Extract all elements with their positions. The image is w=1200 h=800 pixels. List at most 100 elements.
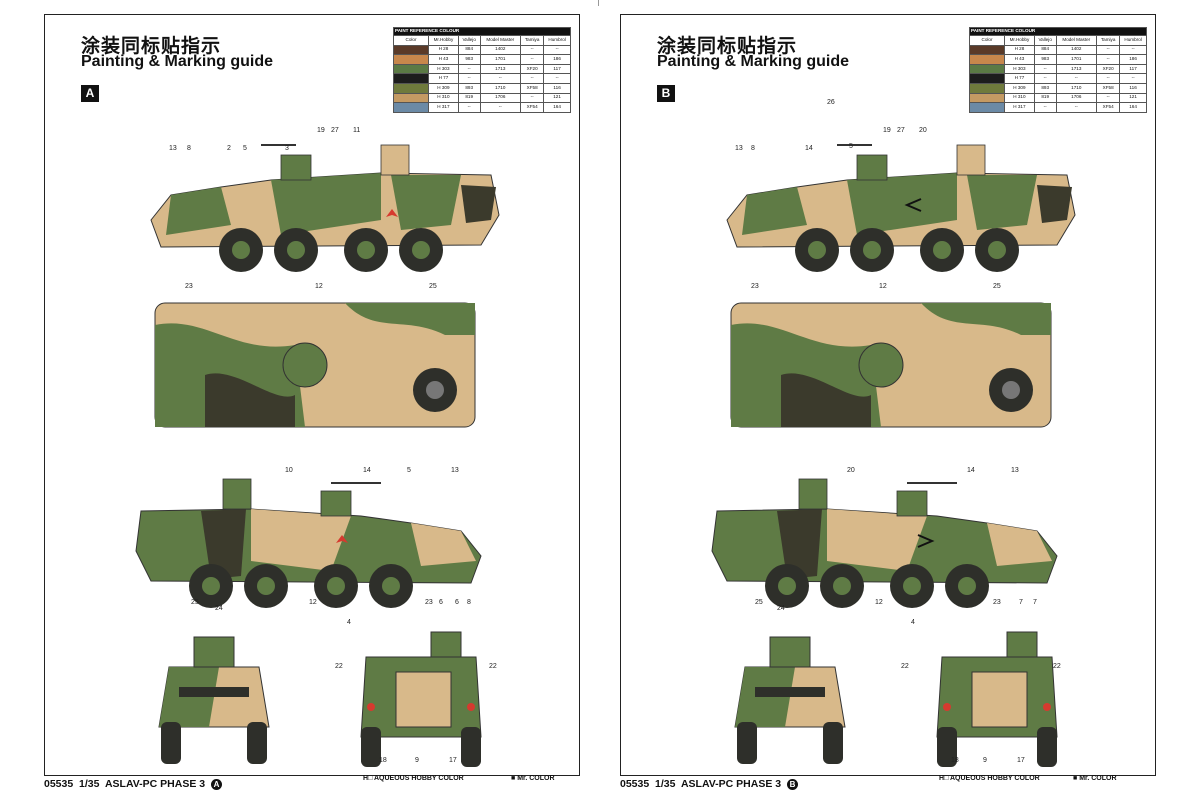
paint-cell-mrhobby: H 317: [428, 102, 459, 113]
callout-number: 26: [827, 99, 835, 106]
legend-aqueous: H□ AQUEOUS HOBBY COLOR: [939, 775, 1040, 782]
callout-number: 19: [317, 127, 325, 134]
color-swatch: [969, 92, 1005, 104]
paint-cell-model_master: --: [479, 102, 522, 113]
paint-cell-mrhobby: H 303: [428, 63, 459, 75]
paint-cell-tamiya: XF54: [1096, 102, 1121, 113]
callout-number: 25: [429, 283, 437, 290]
paint-cell-vallejo: 884: [1033, 44, 1057, 56]
callout-number: 22: [335, 663, 343, 670]
paint-cell-mrhobby: H 317: [1004, 102, 1035, 113]
paint-cell-tamiya: XF20: [520, 63, 545, 75]
callout-number: 27: [897, 127, 905, 134]
variant-badge: A: [81, 85, 99, 102]
paint-cell-model_master: 1710: [1055, 82, 1098, 94]
callout-number: 5: [243, 145, 247, 152]
page-divider-tick: [598, 0, 599, 6]
col-header: Humbrol: [1119, 35, 1147, 46]
paint-cell-mrhobby: H 310: [1004, 92, 1035, 104]
callout-number: 25: [993, 283, 1001, 290]
col-header: Mr.Hobby: [1004, 35, 1035, 46]
callout-number: 23: [751, 283, 759, 290]
callout-number: 4: [347, 619, 351, 626]
paint-cell-mrhobby: H 43: [428, 54, 459, 65]
vehicle-top-view: [154, 302, 476, 428]
color-swatch: [393, 73, 429, 84]
variant-circle: B: [786, 778, 798, 790]
paint-cell-tamiya: --: [520, 44, 545, 56]
paint-cell-humbrol: 117: [543, 63, 571, 75]
variant-badge: B: [657, 85, 675, 102]
paint-cell-vallejo: 893: [457, 82, 481, 94]
color-swatch: [969, 44, 1005, 56]
title-english: Painting & Marking guide: [657, 53, 850, 70]
callout-number: 8: [751, 145, 755, 152]
guide-sheet-b: 涂装同标贴指示 Painting & Marking guide B PAINT…: [620, 14, 1156, 782]
callout-number: 3: [285, 145, 289, 152]
paint-cell-model_master: --: [1055, 73, 1098, 84]
guide-sheet-a: 涂装同标贴指示 Painting & Marking guide A PAINT…: [44, 14, 580, 782]
callout-number: 4: [911, 619, 915, 626]
color-swatch: [969, 54, 1005, 65]
paint-cell-model_master: 1710: [479, 82, 522, 94]
callout-number: 27: [331, 127, 339, 134]
color-swatch: [969, 73, 1005, 84]
paint-cell-humbrol: 164: [1119, 102, 1147, 113]
callout-number: 8: [467, 599, 471, 606]
paint-table-caption: PAINT REFERENCE COLOUR: [969, 27, 1147, 36]
paint-table-caption: PAINT REFERENCE COLOUR: [393, 27, 571, 36]
callout-number: 22: [489, 663, 497, 670]
col-header: Model Master: [1055, 35, 1098, 46]
callout-number: 9: [415, 757, 419, 764]
paint-cell-tamiya: XF54: [520, 102, 545, 113]
paint-cell-model_master: --: [479, 73, 522, 84]
col-header: Tamiya: [520, 35, 545, 46]
paint-cell-tamiya: --: [1096, 92, 1121, 104]
paint-cell-model_master: 1402: [1055, 44, 1098, 56]
paint-cell-vallejo: --: [1033, 102, 1057, 113]
paint-cell-model_master: 1706: [479, 92, 522, 104]
paint-cell-humbrol: --: [1119, 44, 1147, 56]
callout-number: 20: [847, 467, 855, 474]
vehicle-top-view: [730, 302, 1052, 428]
callout-number: 12: [315, 283, 323, 290]
paint-cell-vallejo: 983: [1033, 54, 1057, 65]
paint-cell-model_master: 1706: [1055, 92, 1098, 104]
paint-cell-vallejo: --: [457, 63, 481, 75]
paint-cell-mrhobby: H 310: [428, 92, 459, 104]
callout-number: 18: [951, 757, 959, 764]
paint-cell-humbrol: 164: [543, 102, 571, 113]
callout-number: 6: [439, 599, 443, 606]
vehicle-front-view: [734, 636, 846, 764]
paint-cell-humbrol: 186: [1119, 54, 1147, 65]
callout-number: 22: [1053, 663, 1061, 670]
paint-cell-model_master: --: [1055, 102, 1098, 113]
callout-number: 5: [407, 467, 411, 474]
callout-number: 9: [983, 757, 987, 764]
callout-number: 25: [755, 599, 763, 606]
col-header: Mr.Hobby: [428, 35, 459, 46]
callout-number: 23: [185, 283, 193, 290]
title-english: Painting & Marking guide: [81, 53, 274, 70]
paint-cell-humbrol: 121: [543, 92, 571, 104]
callout-number: 13: [735, 145, 743, 152]
vehicle-side-view-left: [726, 144, 1076, 272]
callout-number: 20: [919, 127, 927, 134]
paint-cell-vallejo: 819: [1033, 92, 1057, 104]
paint-cell-humbrol: 116: [543, 82, 571, 94]
paint-cell-vallejo: 884: [457, 44, 481, 56]
callout-number: 13: [169, 145, 177, 152]
paint-cell-tamiya: XF58: [520, 82, 545, 94]
footer-product-b: 05535 1/35 ASLAV-PC PHASE 3 B: [620, 778, 798, 790]
callout-number: 6: [455, 599, 459, 606]
paint-cell-tamiya: --: [1096, 73, 1121, 84]
col-header: Vallejo: [1033, 35, 1057, 46]
callout-number: 14: [967, 467, 975, 474]
